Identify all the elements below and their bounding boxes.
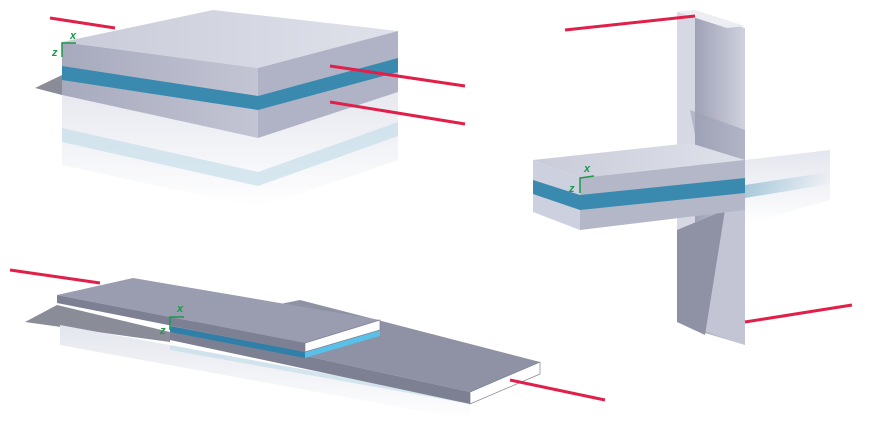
upper-plate-top xyxy=(57,278,380,343)
coordinate-axes: x z xyxy=(51,30,77,59)
coordinate-axes: x z xyxy=(568,163,595,195)
block-shadow xyxy=(35,75,62,95)
block-reflection xyxy=(62,92,398,208)
axis-x-label: x xyxy=(69,30,77,42)
axis-z-label: z xyxy=(159,325,166,337)
load-arrow xyxy=(329,64,466,88)
vertical-plate-top xyxy=(677,10,745,28)
axis-x-label: x xyxy=(176,303,184,315)
block-top-face xyxy=(62,10,398,68)
load-arrow xyxy=(744,303,853,324)
t-joint: x z xyxy=(533,10,853,345)
load-arrow xyxy=(509,378,606,402)
horizontal-block-top xyxy=(533,143,745,178)
axis-z-label: z xyxy=(51,47,58,59)
lap-reflection xyxy=(60,325,470,420)
upper-plate-front xyxy=(57,295,305,352)
lower-plate-side xyxy=(469,361,541,405)
upper-plate-side xyxy=(304,319,381,353)
lap-joint: x z xyxy=(9,268,606,420)
load-arrow xyxy=(564,14,696,32)
load-arrow xyxy=(329,100,466,126)
adhesive-layer xyxy=(62,58,398,110)
laminated-block-joint: x z xyxy=(35,10,466,208)
axis-z-label: z xyxy=(568,183,575,195)
load-arrow xyxy=(9,268,101,285)
adhesive-layer xyxy=(533,178,745,210)
lap-shadow xyxy=(25,305,170,342)
load-arrow xyxy=(49,16,116,30)
axis-x-label: x xyxy=(583,163,591,175)
coordinate-axes: x z xyxy=(159,303,184,337)
